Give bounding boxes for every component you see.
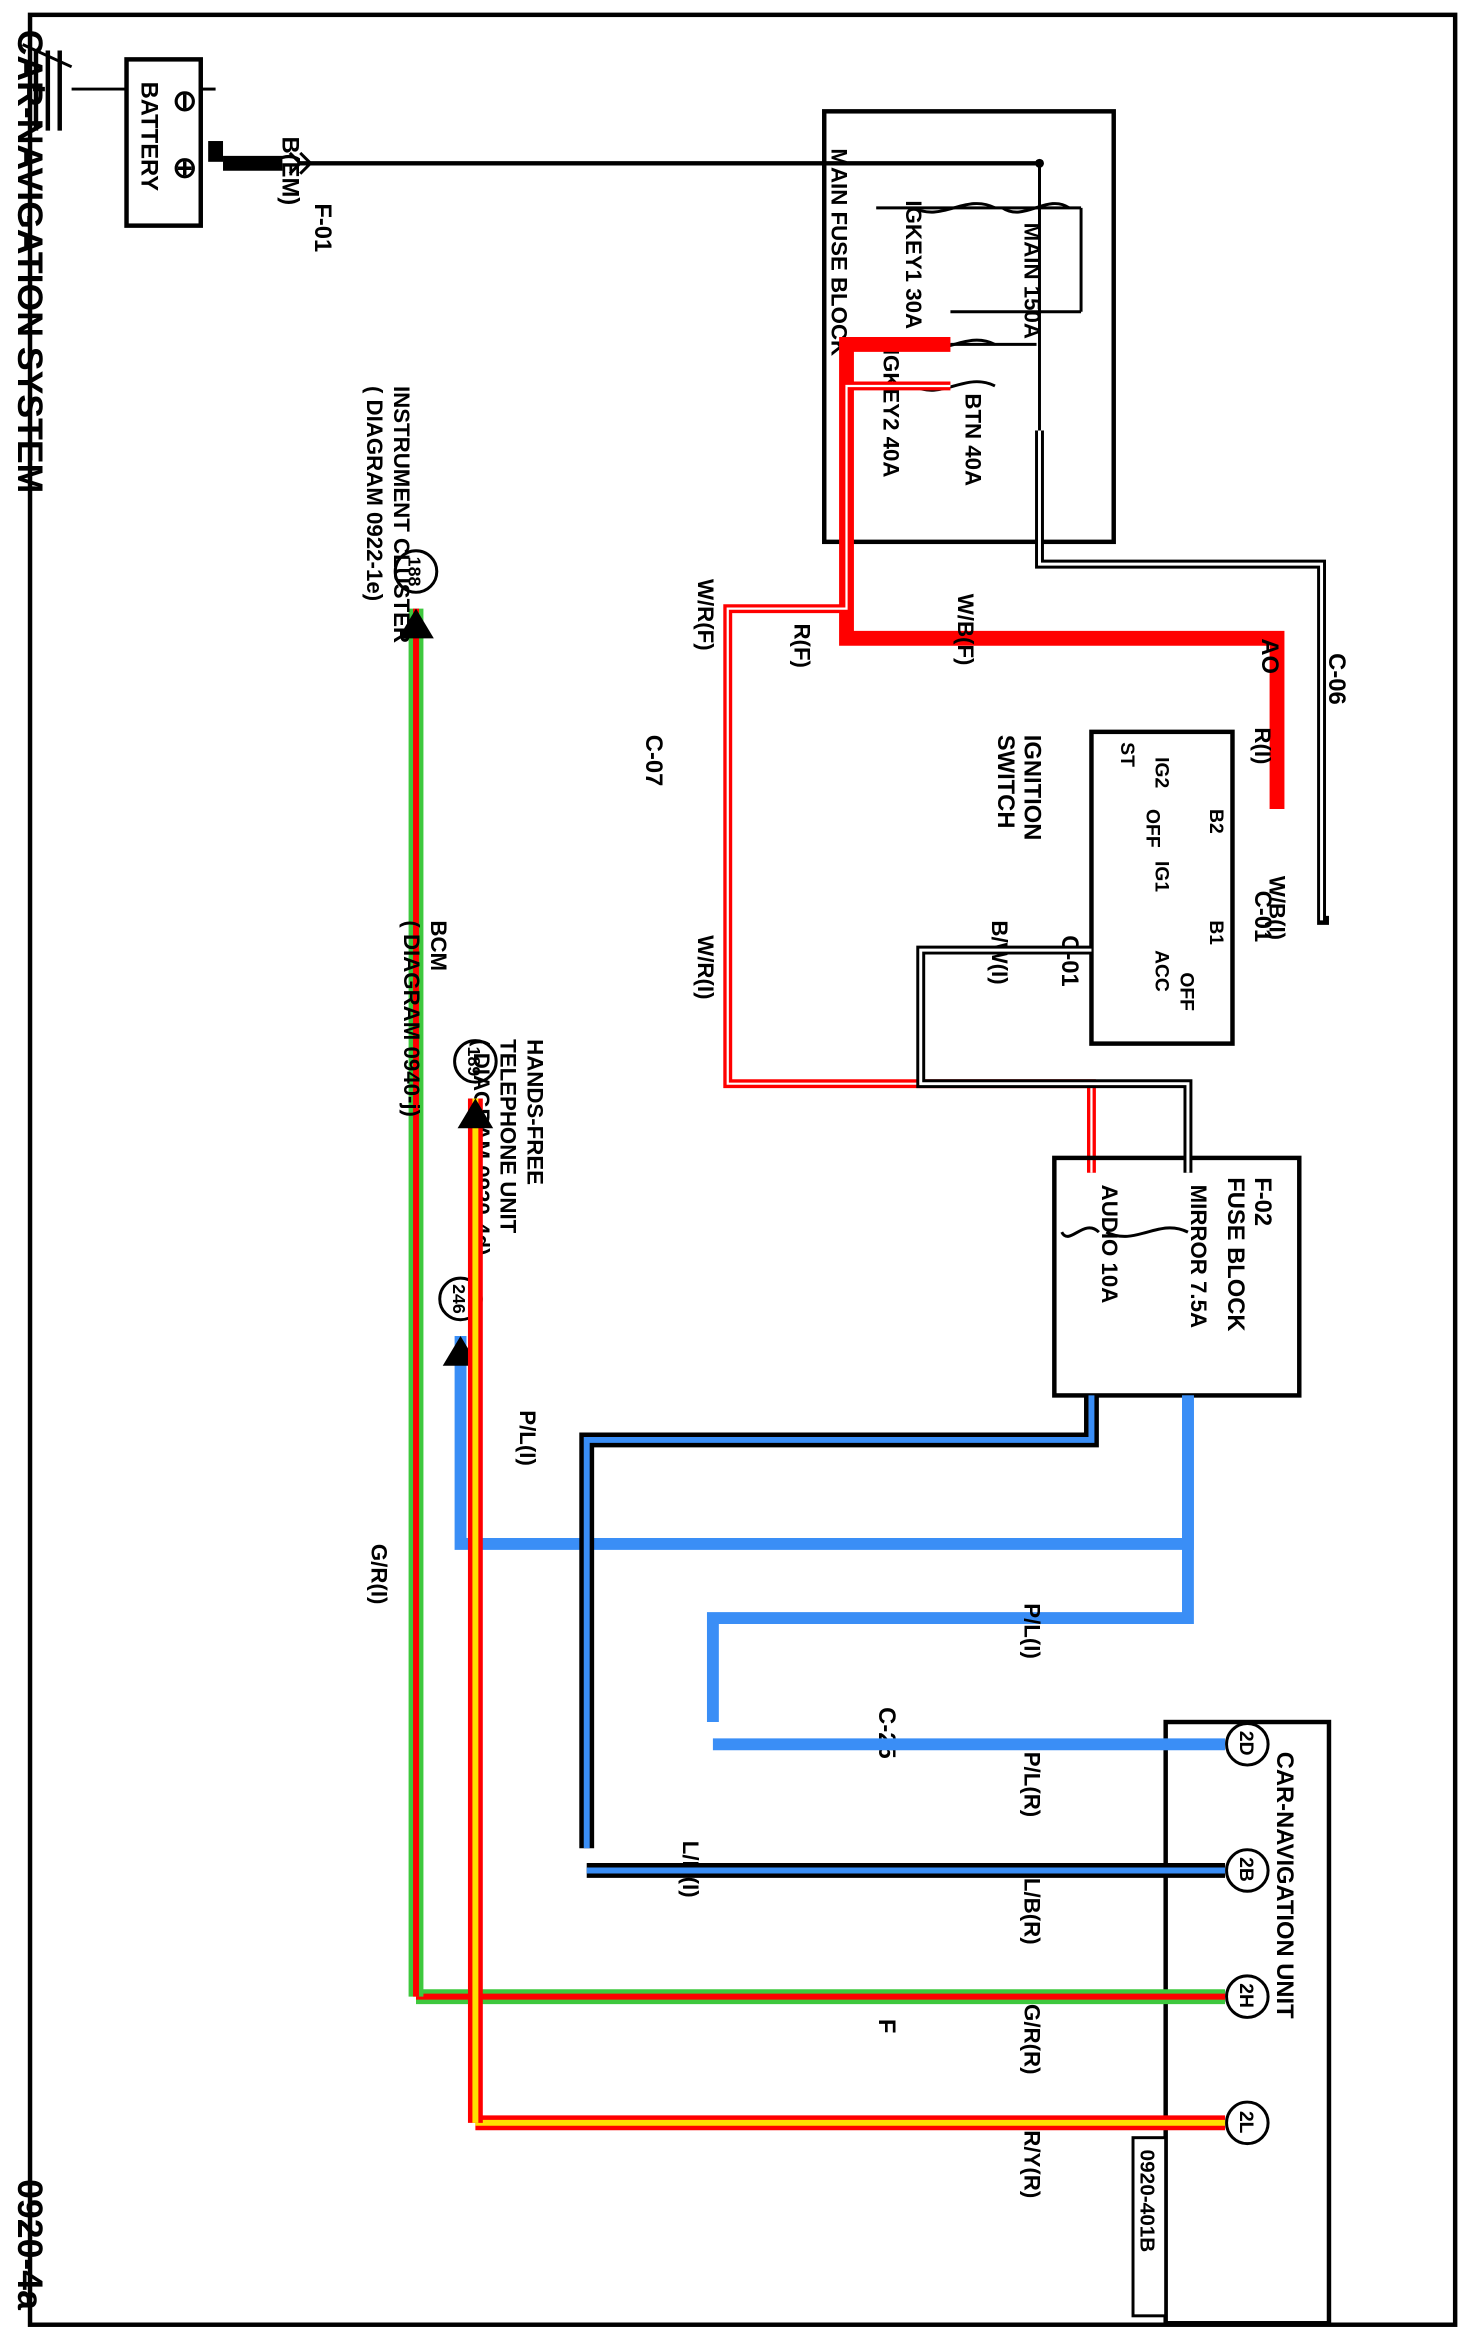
terminal-acc: ACC [1150,950,1171,992]
label-c06: C-06 [1323,653,1350,704]
svg-text:BCM: BCM [426,920,451,971]
fuse-main: MAIN 150A [1020,223,1045,339]
nav-pin-2l: 2L [1225,2100,1270,2146]
label-pl-r: P/L(R) [1020,1752,1045,1818]
label-ao: AO [1256,638,1283,674]
label-pl-top: P/L(I) [1020,1603,1045,1659]
label-f: F [873,2019,900,2034]
svg-text:2B: 2B [1235,1857,1256,1882]
terminal-st: ST [1116,742,1137,767]
fuse-igkey2: IGKEY2 40A [879,349,904,478]
main-fuse-block-name: MAIN FUSE BLOCK [827,148,852,356]
wire-bw [916,945,1193,1173]
label-lb-r: L/B(R) [1020,1878,1045,1945]
fuse-audio: AUDIO 10A [1097,1185,1122,1304]
wire-pl-tel [454,1336,1194,1550]
wire-wb [1035,430,1329,925]
nav-unit-name: CAR-NAVIGATION UNIT [1271,1752,1298,2019]
ignition-switch: IGNITION SWITCH ST IG2 IG1 ACC B2 B1 OFF… [992,729,1235,1046]
label-gr-i: G/R(I) [366,1544,391,1605]
nav-pin-2b: 2B [1225,1848,1270,1893]
label-rf: R(F) [790,623,815,667]
label-wbi: W/B(I) [1265,876,1290,940]
battery-box [124,57,203,228]
svg-text:2L: 2L [1235,2111,1256,2134]
connector-f01-mark [288,151,313,175]
svg-text:188: 188 [405,557,425,587]
car-navigation-unit: CAR-NAVIGATION UNIT 2D 2B 2H 2L 0920-401… [1131,1719,1332,2326]
label-c01-top: C-01 [1249,891,1276,942]
svg-text:( DIAGRAM 0922-1e): ( DIAGRAM 0922-1e) [362,386,387,601]
nav-unit-ref-box [1131,2136,1168,2318]
fuse-btn: BTN 40A [960,393,985,486]
nav-unit-ref: 0920-401B [1135,2150,1158,2253]
svg-text:246: 246 [449,1284,469,1314]
svg-text:189: 189 [464,1047,484,1077]
outer-frame [27,12,1458,2327]
fuse-block-f02: F-02 FUSE BLOCK MIRROR 7.5A AUDIO 10A [1052,1155,1302,1398]
wire-r [839,336,1285,810]
terminal-b2: B2 [1205,809,1226,834]
fuse-mirror: MIRROR 7.5A [1186,1185,1211,1328]
label-pl-tel: P/L(I) [515,1410,540,1466]
fuse-main-icon [1001,202,1071,214]
label-gr-r: G/R(R) [1020,2004,1045,2074]
svg-text:HANDS-FREE: HANDS-FREE [522,1039,547,1185]
terminal-off1: OFF [1141,809,1162,848]
ignition-switch-title-2: SWITCH [992,735,1019,829]
battery-neg-icon: ⊖ [169,89,202,114]
label-c07: C-07 [640,735,667,786]
ref-telephone: 246 HANDS-FREE TELEPHONE UNIT ( DIAGRAM … [438,1039,547,1366]
battery-pos-icon: ⊕ [169,156,202,181]
main-fuse-block: F-01 MAIN FUSE BLOCK [309,109,1116,545]
ref-instrument-cluster: 188 INSTRUMENT CLUSTER ( DIAGRAM 0922-1e… [362,386,439,643]
battery-cable-label: B(EM) [276,137,303,206]
svg-text:2D: 2D [1235,1731,1256,1756]
battery-label: BATTERY [135,82,162,192]
svg-text:TELEPHONE UNIT: TELEPHONE UNIT [496,1039,521,1233]
diagram-title: CAR-NAVIGATION SYSTEM [10,30,50,494]
label-ry-r: R/Y(R) [1020,2130,1045,2198]
nav-pin-2d: 2D [1225,1722,1270,1767]
label-wbf: W/B(F) [953,594,978,666]
ref-bcm: 189 BCM ( DIAGRAM 0940-j) [399,920,498,2123]
diagram-code: 0920-4a [10,2179,50,2311]
label-c01-bottom: C-01 [1056,935,1083,986]
label-wrf: W/R(F) [693,579,718,651]
ignition-switch-box [1089,729,1235,1046]
label-c25: C-25 [873,1707,900,1758]
fuse-mirror-icon [1105,1226,1189,1238]
nav-unit-box [1163,1719,1332,2326]
label-ri: R(I) [1250,727,1275,764]
svg-text:2H: 2H [1235,1983,1256,2008]
fuse-igkey1: IGKEY1 30A [901,200,926,329]
battery: BATTERY ⊖ ⊕ B(EM) [124,57,303,228]
terminal-ig1: IG1 [1150,861,1171,892]
fuse-block-f02-name-1: F-02 [1249,1177,1276,1226]
fuse-igkey1-icon [912,202,996,214]
main-fuse-block-connector: F-01 [309,203,336,252]
ignition-switch-title-1: IGNITION [1019,735,1046,841]
terminal-ig2: IG2 [1150,757,1171,788]
nav-pin-2h: 2H [1225,1974,1270,2019]
svg-text:( DIAGRAM 0940-j): ( DIAGRAM 0940-j) [399,920,424,1117]
fuse-audio-icon [1060,1226,1100,1238]
ground-icon [21,43,73,131]
label-wri: W/R(I) [693,935,718,999]
terminal-off2: OFF [1176,972,1197,1011]
fuse-block-f02-name-2: FUSE BLOCK [1222,1177,1249,1331]
svg-text:INSTRUMENT CLUSTER: INSTRUMENT CLUSTER [389,386,414,643]
fuse-block-f02-box [1052,1155,1302,1398]
main-fuse-block-box [822,109,1116,545]
terminal-b1: B1 [1205,920,1226,945]
